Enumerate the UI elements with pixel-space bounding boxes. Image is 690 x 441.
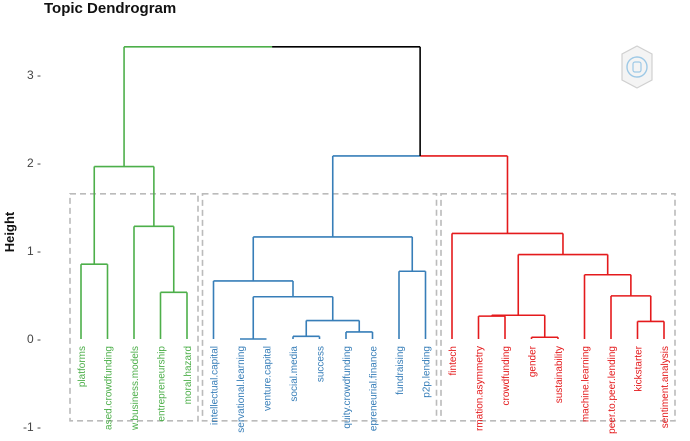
leaf-label: kickstarter (634, 345, 645, 391)
y-tick-label: 3 - (27, 68, 41, 82)
hexagon-logo-icon (621, 45, 653, 89)
dendrogram-branches (80, 46, 665, 340)
leaf-label: sustainability (554, 346, 565, 403)
leaf-label: social.media (289, 346, 300, 402)
y-axis-label: Height (2, 211, 17, 252)
leaf-label: fintech (448, 346, 459, 375)
leaf-label: gender (528, 345, 539, 377)
cluster-box (69, 193, 199, 422)
leaf-label: success (316, 346, 327, 382)
leaf-label: moral.hazard (183, 346, 194, 404)
leaf-label: venture.capital (263, 346, 274, 411)
leaf-label: epreneurial.finance (369, 346, 380, 431)
leaf-label: platforms (77, 346, 88, 387)
leaf-label: sentiment.analysis (660, 346, 671, 428)
leaf-label: ased.crowdfunding (104, 346, 115, 430)
y-tick-label: -1 - (23, 420, 41, 434)
leaf-label: intellectual.capital (210, 346, 221, 425)
y-axis: Height 3 - 2 - 1 - 0 - -1 - (2, 68, 41, 434)
y-tick-label: 0 - (27, 332, 41, 346)
leaf-label: crowdfunding (501, 346, 512, 405)
leaf-label: w.business.models (130, 346, 141, 431)
y-tick-label: 1 - (27, 244, 41, 258)
leaf-label: fundraising (395, 346, 406, 395)
leaf-label: quity.crowdfunding (342, 346, 353, 429)
leaf-label: p2p.lending (422, 346, 433, 398)
leaf-labels: platforms ased.crowdfunding w.business.mod… (77, 345, 671, 434)
chart-title: Topic Dendrogram (44, 0, 177, 17)
leaf-label: peer.to.peer.lending (607, 346, 618, 434)
leaf-label: servational.learning (236, 346, 247, 433)
cluster-boxes (69, 193, 676, 422)
leaf-label: machine.learning (581, 346, 592, 422)
y-tick-label: 2 - (27, 156, 41, 170)
leaf-label: entrepreneurship (157, 346, 168, 422)
leaf-label: rmation.asymmetry (475, 346, 486, 431)
